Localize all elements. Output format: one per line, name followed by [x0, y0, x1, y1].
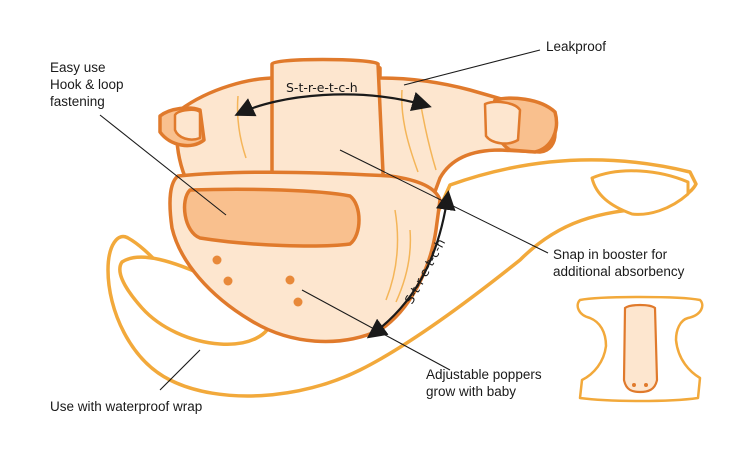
stretch-label-top: S-t-r-e-t-c-h: [286, 80, 358, 95]
popper-snap: [285, 275, 295, 285]
leader-line-poppers: [301, 289, 451, 371]
booster-line-1: Snap in booster for: [553, 247, 668, 262]
booster-line-2: additional absorbency: [553, 264, 685, 279]
wrap-callout: Use with waterproof wrap: [50, 399, 203, 414]
leader-lines: [99, 49, 549, 391]
leakproof-callout: Leakproof: [546, 39, 607, 54]
fastening-callout: Easy use Hook & loop fastening: [50, 59, 124, 110]
stretch-arrow-side: [366, 190, 456, 339]
flat-diaper-icon: [576, 295, 704, 403]
poppers-line-1: Adjustable poppers: [426, 367, 542, 382]
leader-line-leakproof: [403, 49, 541, 86]
poppers-line-2: grow with baby: [426, 384, 517, 399]
popper-snaps: [212, 255, 303, 307]
popper-snap: [293, 297, 303, 307]
booster-callout: Snap in booster for additional absorbenc…: [553, 246, 684, 280]
leader-line-wrap: [159, 349, 201, 391]
stretch-arrow-top: [234, 92, 432, 117]
popper-snap: [223, 276, 233, 286]
leader-line-booster: [339, 149, 549, 254]
poppers-callout: Adjustable poppers grow with baby: [426, 366, 542, 400]
leader-line-fastening: [99, 114, 227, 216]
fastening-line-3: fastening: [50, 94, 105, 109]
popper-snap: [212, 255, 222, 265]
fastening-line-1: Easy use: [50, 60, 106, 75]
fastening-line-2: Hook & loop: [50, 77, 124, 92]
